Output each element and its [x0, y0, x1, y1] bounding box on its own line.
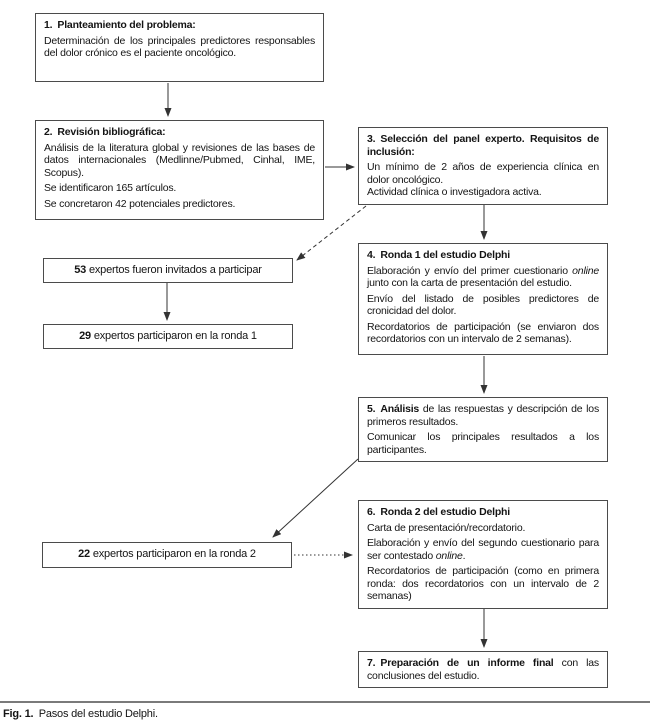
- round1-count: 29: [79, 330, 91, 342]
- step-5-paragraph-1: 5. Análisis de las respuestas y descripc…: [367, 403, 599, 428]
- step-6-paragraph-1: Carta de presentación/recordatorio.: [367, 521, 526, 534]
- step-6-paragraph-3: Recordatorios de participación (como en …: [367, 565, 599, 602]
- step-7-rest: con las conclusiones del estudio.: [367, 657, 599, 682]
- step-7-lead: 7. Preparación de un informe final: [367, 657, 554, 669]
- step-5-p1-rest: de las respuestas y descripción de los p…: [367, 403, 599, 428]
- step-4-title: 4. Ronda 1 del estudio Delphi: [367, 249, 510, 261]
- flow-box-step-4: 4. Ronda 1 del estudio Delphi Elaboració…: [358, 243, 608, 355]
- step-2-paragraph-1: Análisis de la literatura global y revis…: [44, 141, 315, 179]
- flow-box-step-5: 5. Análisis de las respuestas y descripc…: [358, 397, 608, 462]
- invited-count: 53: [74, 264, 87, 276]
- flow-box-step-3: 3. Selección del panel experto. Requisit…: [358, 127, 608, 205]
- round2-count: 22: [78, 548, 90, 560]
- figure-caption-text: Pasos del estudio Delphi.: [33, 708, 158, 720]
- step-6-p2-tail: .: [462, 549, 466, 562]
- round2-label: expertos participaron en la ronda 2: [89, 548, 256, 560]
- step-4-p1-lead: Elaboración y envío del primer cuestiona…: [367, 264, 573, 277]
- step-2-paragraph-3: Se concretaron 42 potenciales predictore…: [44, 197, 236, 210]
- figure-caption-divider: [0, 701, 650, 703]
- step-4-p1-tail: junto con la carta de presentación del e…: [367, 277, 572, 289]
- step-6-paragraph-2: Elaboración y envío del segundo cuestion…: [367, 537, 599, 562]
- step-6-p2-online-italic: online: [435, 549, 463, 562]
- step-6-title: 6. Ronda 2 del estudio Delphi: [367, 506, 510, 518]
- counter-box-round1-participants: 29 expertos participaron en la ronda 1: [43, 324, 293, 349]
- step-3-paragraph-1: Un mínimo de 2 años de experiencia clíni…: [367, 161, 599, 186]
- invited-label: expertos fueron invitados a participar: [86, 264, 262, 276]
- counter-box-experts-invited: 53 expertos fueron invitados a participa…: [43, 258, 293, 283]
- step-4-paragraph-3: Recordatorios de participación (se envia…: [367, 320, 599, 346]
- counter-box-round2-participants: 22 expertos participaron en la ronda 2: [42, 542, 292, 568]
- step-6-p2-lead: Elaboración y envío del segundo cuestion…: [367, 537, 599, 562]
- round1-label: expertos participaron en la ronda 1: [90, 330, 257, 342]
- flow-box-step-2: 2. Revisión bibliográfica: Análisis de l…: [35, 120, 324, 220]
- step-2-paragraph-2: Se identificaron 165 artículos.: [44, 182, 177, 194]
- step-4-paragraph-1: Elaboración y envío del primer cuestiona…: [367, 265, 599, 290]
- flow-box-step-7: 7. Preparación de un informe final con l…: [358, 651, 608, 688]
- step-3-title: 3. Selección del panel experto. Requisit…: [367, 133, 599, 158]
- step-3-paragraph-2: Actividad clínica o investigadora activa…: [367, 186, 542, 198]
- step-4-p1-online-italic: online: [572, 264, 599, 277]
- arrow-step5-to-round2: [272, 458, 359, 538]
- step-5-paragraph-2: Comunicar los principales resultados a l…: [367, 431, 599, 456]
- figure-caption-label: Fig. 1.: [3, 708, 34, 720]
- figure-caption: Fig. 1. Pasos del estudio Delphi.: [3, 707, 158, 721]
- step-2-title: 2. Revisión bibliográfica:: [44, 126, 166, 138]
- flow-box-step-1: 1. Planteamiento del problema: Determina…: [35, 13, 324, 82]
- step-1-title: 1. Planteamiento del problema:: [44, 19, 196, 31]
- step-7-paragraph: 7. Preparación de un informe final con l…: [367, 657, 599, 682]
- step-4-paragraph-2: Envío del listado de posibles predictore…: [367, 292, 599, 318]
- step-5-lead: 5. Análisis: [367, 403, 420, 415]
- flow-box-step-6: 6. Ronda 2 del estudio Delphi Carta de p…: [358, 500, 608, 609]
- step-1-paragraph: Determinación de los principales predict…: [44, 34, 315, 60]
